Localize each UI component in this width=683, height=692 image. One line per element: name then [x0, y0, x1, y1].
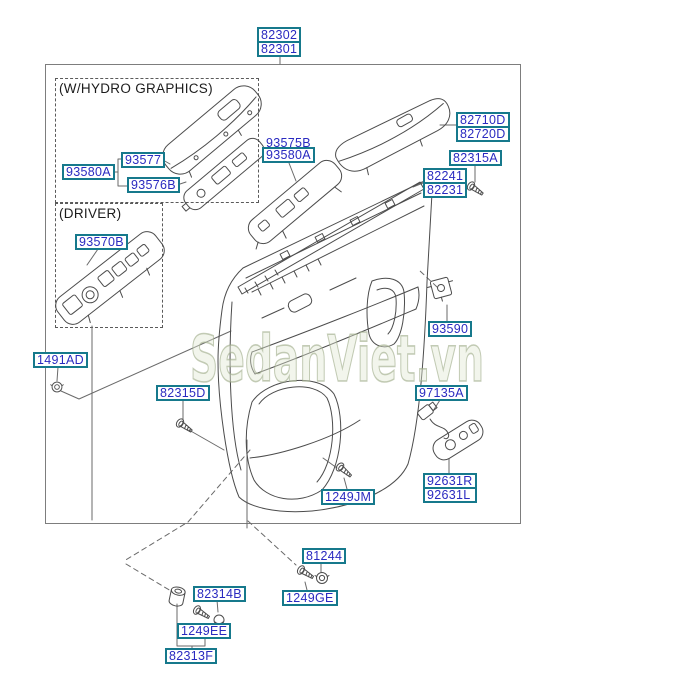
part-label-82315D[interactable]: 82315D — [156, 385, 210, 401]
part-label-82314B[interactable]: 82314B — [193, 586, 246, 602]
door-armrest-82710D — [335, 98, 451, 176]
grommet-icon-82313F — [168, 586, 186, 607]
nut-icon-1491AD — [50, 381, 64, 393]
hydro-window-switch-93576B — [181, 137, 265, 212]
part-label-93570B[interactable]: 93570B — [75, 234, 128, 250]
hydro-graphics-caption: (W/HYDRO GRAPHICS) — [59, 81, 213, 96]
part-label-1249GE[interactable]: 1249GE — [282, 590, 338, 606]
nut-icon-81244 — [314, 572, 330, 584]
part-label-82231[interactable]: 82231 — [423, 182, 468, 198]
belt-weatherstrip-82241 — [237, 181, 425, 295]
wiring-connector-97135A — [417, 401, 450, 440]
screw-icon-1249JM — [334, 460, 355, 481]
driver-variant-box — [55, 203, 163, 328]
screw-icon-82315A — [465, 179, 486, 199]
part-label-97135A[interactable]: 97135A — [415, 385, 468, 401]
part-label-1249EE[interactable]: 1249EE — [177, 623, 232, 639]
door-lock-switch-93590 — [426, 276, 454, 302]
part-label-93580A-main[interactable]: 93580A — [262, 147, 315, 163]
dashed-leader-lines — [123, 269, 438, 592]
part-label-1249JM[interactable]: 1249JM — [321, 489, 376, 505]
part-label-93580A-hydro[interactable]: 93580A — [62, 164, 115, 180]
part-label-93576B[interactable]: 93576B — [127, 177, 180, 193]
part-label-82302-82301[interactable]: 82302 82301 — [257, 27, 302, 57]
part-label-92631R-92631L[interactable]: 92631R 92631L — [423, 473, 477, 503]
part-label-81244[interactable]: 81244 — [302, 548, 347, 564]
part-label-82720D[interactable]: 82720D — [456, 126, 510, 142]
screw-icon-82315D — [174, 416, 195, 436]
switch-bezel-93575B — [247, 159, 343, 250]
driver-master-switch-93570B — [55, 231, 165, 325]
part-label-82301[interactable]: 82301 — [257, 41, 302, 57]
door-trim-panel — [217, 180, 433, 513]
part-label-92631L[interactable]: 92631L — [423, 487, 477, 503]
part-label-1491AD[interactable]: 1491AD — [33, 352, 88, 368]
hydro-armrest-93577 — [162, 85, 262, 178]
part-label-82315A[interactable]: 82315A — [449, 150, 502, 166]
part-label-93575B[interactable]: 93575B — [266, 136, 311, 150]
part-label-93577[interactable]: 93577 — [121, 152, 166, 168]
part-label-93590[interactable]: 93590 — [428, 321, 473, 337]
part-label-82710D-82720D[interactable]: 82710D 82720D — [456, 112, 510, 142]
power-window-switch-92631 — [432, 419, 484, 461]
driver-caption: (DRIVER) — [59, 206, 122, 221]
screw-icon-82314B — [191, 603, 212, 622]
part-label-82241[interactable]: 82241 — [423, 168, 468, 184]
part-label-82313F[interactable]: 82313F — [165, 648, 218, 664]
screw-icon-1249GE — [295, 563, 316, 582]
part-label-82241-82231[interactable]: 82241 82231 — [423, 168, 468, 198]
assembly-outline-box — [45, 64, 521, 524]
